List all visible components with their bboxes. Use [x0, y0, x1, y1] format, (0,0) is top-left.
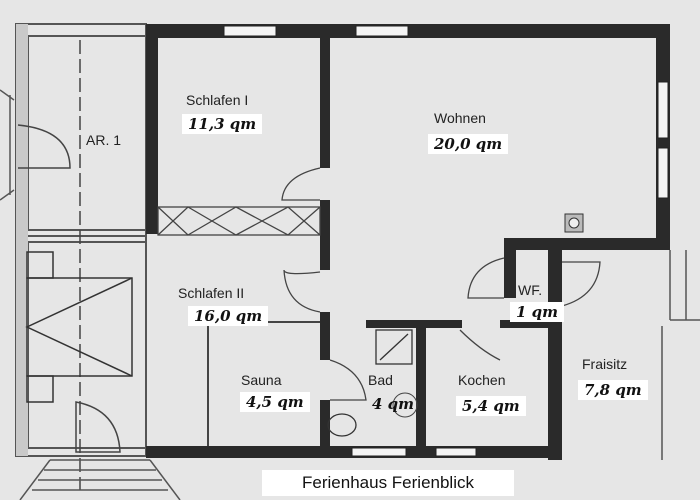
toilet-icon	[327, 413, 357, 437]
room-label-schlafen-1: Schlafen I	[186, 92, 249, 108]
sink-icon	[392, 392, 418, 418]
room-label-kochen: Kochen	[458, 372, 506, 388]
door-swing	[17, 124, 71, 169]
room-area-schlafen-1: 11,3 qm	[182, 114, 263, 134]
room-label-bad: Bad	[368, 372, 393, 388]
door-swings	[281, 167, 601, 401]
annex-outer-wall	[16, 24, 28, 456]
stairs	[19, 459, 181, 500]
room-area-wohnen: 20,0 qm	[428, 134, 509, 154]
room-label-ar1: AR. 1	[86, 132, 122, 148]
room-label-schlafen-2: Schlafen II	[178, 285, 245, 301]
room-area-schlafen-2: 16,0 qm	[188, 306, 269, 326]
room-label-sauna: Sauna	[241, 372, 282, 388]
windows	[223, 25, 669, 457]
chimney-icon	[564, 213, 584, 233]
stair-left	[0, 89, 15, 201]
room-label-fraisitz: Fraisitz	[582, 356, 628, 372]
room-area-wf: 1 qm	[510, 302, 565, 322]
annex-walls	[15, 23, 147, 457]
door-swing	[75, 401, 121, 453]
room-label-wf: WF.	[518, 282, 543, 298]
room-area-fraisitz: 7,8 qm	[578, 380, 648, 400]
room-area-sauna: 4,5 qm	[240, 392, 310, 412]
plan-caption: Ferienhaus Ferienblick	[262, 470, 514, 496]
wardrobe	[157, 206, 321, 236]
shower	[375, 329, 413, 365]
room-area-kochen: 5,4 qm	[456, 396, 526, 416]
room-label-wohnen: Wohnen	[434, 110, 486, 126]
terrace-lines	[661, 250, 700, 460]
bed	[25, 251, 133, 403]
room-area-bad: 4 qm	[372, 395, 415, 413]
